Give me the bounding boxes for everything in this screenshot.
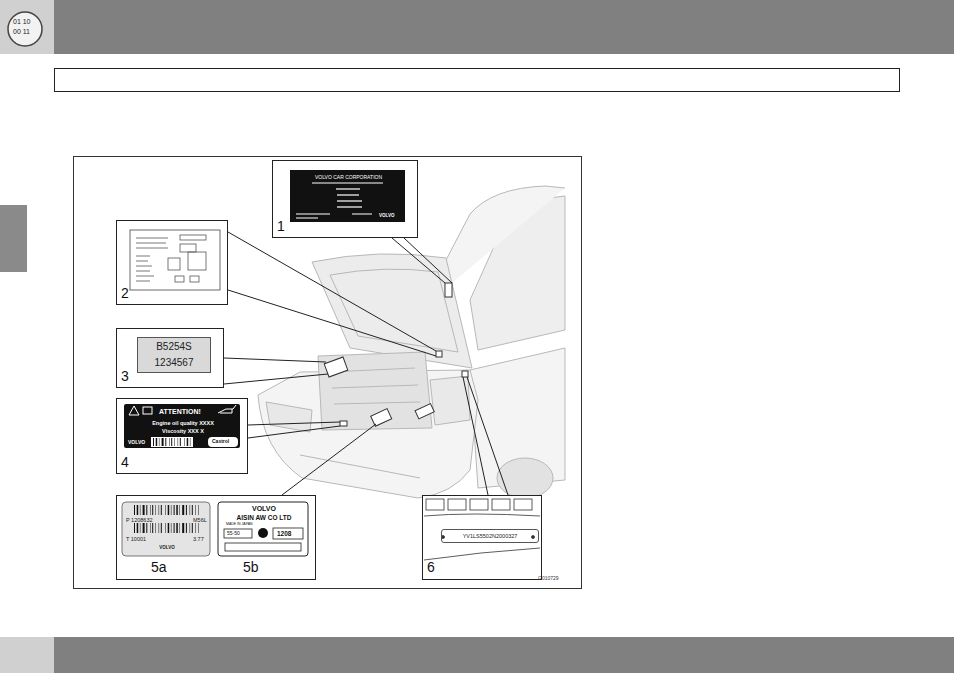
chapter-code: 00 11 (13, 28, 30, 36)
callout-number: 1 (277, 219, 285, 234)
footer-bar (0, 637, 954, 673)
vin-text: YV1LS5502N2000327 (442, 533, 538, 539)
callout-frame: 1 VOLVO CAR CORPORATION VOLVO (272, 160, 418, 238)
car-sticker-marks (324, 283, 468, 426)
brand-text: VOLVO (379, 214, 394, 219)
engine-number-plate: B5254S 1234567 (137, 337, 211, 373)
engine-code: B5254S (138, 341, 210, 352)
sticker-text: VOLVO CAR CORPORATION (291, 175, 406, 181)
chapter-code: 01 10 (13, 18, 31, 26)
sticker-text: Viscosity XXX X (125, 428, 241, 434)
page-number-panel (0, 637, 54, 673)
chapter-icon (8, 12, 42, 46)
callout-frame: 4 ATTENTION! Engine oil quality XXXX Viscos… (116, 398, 248, 474)
type-plate-graphic (290, 170, 405, 222)
sticker-text: Engine oil quality XXXX (125, 420, 241, 426)
origin-text: MADE IN JAPAN (226, 523, 253, 527)
brand-text: Castrol (212, 439, 229, 445)
part-number: P 1208632 (126, 517, 153, 523)
barcode (134, 523, 199, 533)
callout-number: 4 (121, 455, 129, 470)
transmission-plate: VOLVOAISIN AW CO LTD MADE IN JAPAN 55-50 12… (219, 503, 309, 557)
callout-number: 6 (427, 560, 435, 575)
brand-text: VOLVO (123, 546, 211, 551)
oil-sticker: ATTENTION! Engine oil quality XXXX Viscosi… (125, 405, 241, 449)
callout-frame: 2 (116, 220, 228, 305)
transmission-label-graphic (122, 502, 308, 556)
callout-number: 5a (151, 560, 167, 575)
serial-number: T 10001 (126, 536, 146, 542)
header-bar (0, 0, 954, 54)
barcode (153, 438, 190, 446)
brand-text: VOLVO (128, 440, 145, 446)
transmission-sticker: P 1208632 M56L T 10001 3.77VOLVO (123, 503, 211, 557)
barcode (134, 505, 199, 515)
engine-number: 1234567 (138, 357, 210, 368)
maker-text: AISIN AW CO LTD (219, 514, 309, 521)
emission-label-graphic (130, 230, 220, 290)
figure-frame (74, 157, 582, 589)
code-text: M56L (193, 517, 207, 523)
callout-number: 3 (121, 369, 129, 384)
oil-label-graphic (124, 404, 240, 448)
vin-plate: YV1LS5502N2000327 (441, 529, 539, 543)
ratio-text: 3.77 (193, 536, 204, 542)
brand-text: VOLVO (219, 505, 309, 513)
figure-code: G010729 (538, 576, 559, 582)
date-code: 1208 (277, 530, 291, 537)
leader-lines (224, 232, 508, 495)
warning-heading: ATTENTION! (159, 408, 201, 416)
callout-frame: 3 B5254S 1234567 (116, 328, 224, 388)
callout-frame: 6 YV1LS5502N2000327 (422, 495, 542, 580)
callout-number: 2 (121, 286, 129, 301)
callout-number: 5b (243, 560, 259, 575)
callout-frame: 5a5bP 1208632M56LT 100013.77VOLVOVOLVOAI… (116, 495, 316, 580)
windshield-vin-graphic (424, 499, 540, 560)
chapter-tab (0, 205, 27, 272)
header-icon-panel (0, 0, 54, 54)
heading-box (55, 69, 900, 92)
type-plate-sticker: VOLVO CAR CORPORATION VOLVO (291, 171, 406, 223)
callout-grounds (116, 160, 542, 580)
model-code: 55-50 (227, 531, 240, 537)
